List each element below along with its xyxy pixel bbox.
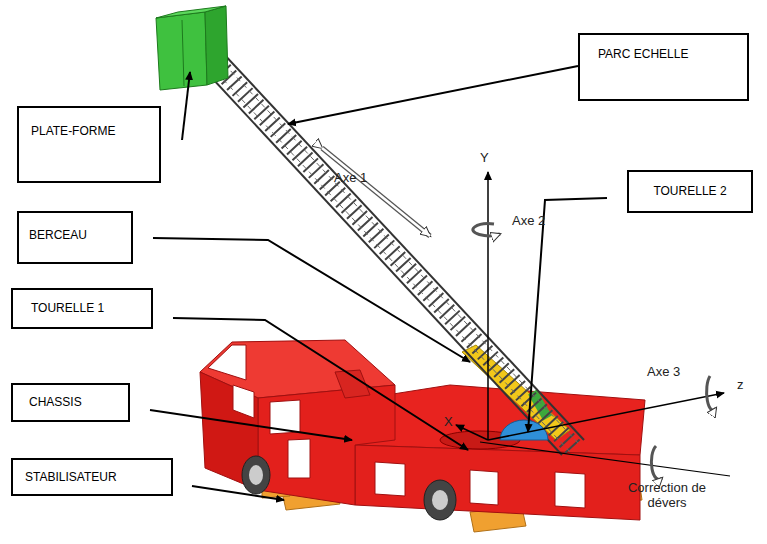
ladder-rungs	[196, 42, 573, 447]
axis-label: Axe 1	[334, 170, 367, 185]
part-name: TOURELLE 1	[31, 301, 151, 315]
platform-top	[156, 6, 226, 18]
leader-line	[182, 72, 190, 140]
leader-lines	[150, 66, 607, 500]
locker	[375, 462, 405, 496]
cab-side	[258, 385, 395, 505]
wheel	[242, 456, 270, 494]
axis-label: Y	[480, 150, 489, 165]
axis-label: z	[737, 377, 744, 392]
label-box: PLATE-FORME	[17, 106, 161, 183]
label-box: CHASSIS	[11, 383, 130, 422]
locker	[470, 470, 498, 505]
platform-edge	[182, 20, 184, 86]
door	[288, 439, 310, 478]
label-box: STABILISATEUR	[11, 458, 173, 496]
axis-label: Axe 2	[512, 213, 545, 228]
leader-line	[173, 318, 468, 450]
axis-z	[488, 393, 724, 440]
truck-body	[200, 340, 645, 520]
label-box: TOURELLE 1	[11, 288, 153, 329]
platform-face	[205, 6, 228, 85]
label-box: TOURELLE 2	[627, 170, 753, 213]
platform	[156, 6, 228, 90]
axis-x	[456, 425, 488, 440]
axis-y	[487, 172, 489, 440]
wheel-hub	[249, 465, 263, 485]
wheels	[242, 456, 456, 520]
platform-side	[156, 12, 207, 90]
body-side	[355, 445, 640, 520]
part-name: STABILISATEUR	[25, 470, 171, 484]
part-name: PARC ECHELLE	[598, 47, 747, 61]
wheel-hub	[432, 490, 448, 510]
leader-line	[192, 486, 284, 500]
window	[233, 385, 254, 418]
leader-line	[288, 66, 578, 124]
roll-axis	[480, 442, 730, 476]
ladder-rail	[186, 50, 562, 455]
leader-line	[528, 198, 607, 432]
axis-label: X	[444, 414, 453, 429]
windscreen	[208, 345, 246, 380]
leader-line	[150, 410, 352, 440]
ladder-brace	[192, 46, 570, 452]
axe-2-rotation	[473, 224, 500, 236]
ladder	[186, 35, 584, 455]
roll-rotation	[651, 446, 662, 479]
label-box: PARC ECHELLE	[578, 33, 749, 101]
axis-label: Axe 3	[647, 364, 680, 379]
part-name: TOURELLE 2	[629, 184, 751, 198]
axe-1-arrow-core	[322, 148, 430, 236]
label-box: BERCEAU	[17, 211, 133, 264]
axe-3-rotation	[707, 376, 716, 410]
axe-1-arrow	[322, 148, 430, 236]
leader-line	[153, 238, 470, 362]
part-name: BERCEAU	[29, 228, 131, 242]
part-name: CHASSIS	[29, 395, 128, 409]
locker	[555, 472, 585, 508]
axis-label: Correction de dévers	[622, 480, 712, 510]
ladder-rail	[206, 35, 584, 440]
wheel	[424, 480, 456, 520]
part-name: PLATE-FORME	[31, 124, 159, 138]
